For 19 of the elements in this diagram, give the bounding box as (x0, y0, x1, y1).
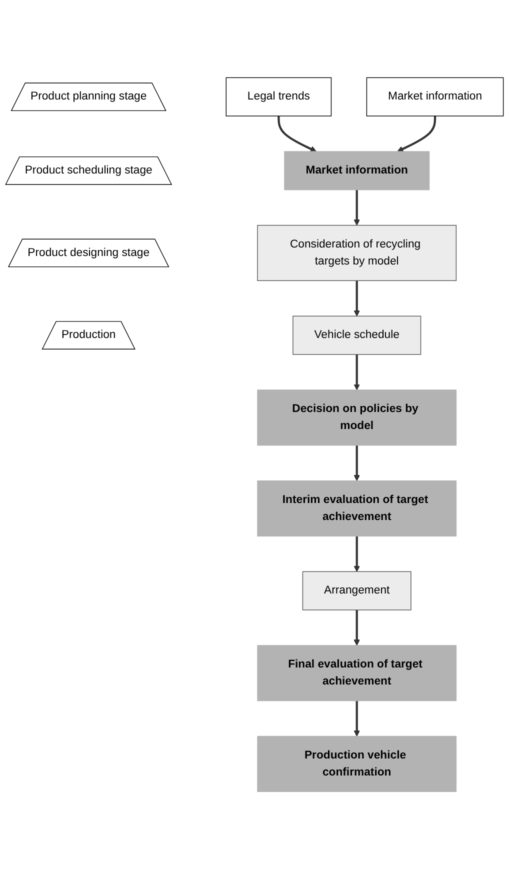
node-box: Final evaluation of target achievement (257, 645, 457, 702)
arrow (354, 446, 360, 482)
node-box: Market information (366, 78, 504, 117)
node-box: Legal trends (226, 78, 332, 117)
arrow (397, 116, 436, 152)
arrow (354, 610, 360, 646)
node-box: Decision on policies by model (257, 390, 457, 446)
node-box: Interim evaluation of target achievement (257, 480, 457, 537)
node-box: Arrangement (302, 572, 412, 611)
arrow (278, 116, 317, 152)
arrow (354, 190, 360, 226)
arrow (354, 281, 360, 317)
arrow (354, 354, 360, 391)
node-box: Production vehicle confirmation (257, 736, 457, 792)
arrow (354, 701, 360, 737)
node-box: Consideration of recycling targets by model (257, 225, 457, 282)
arrow (354, 536, 360, 572)
node-box: Market information (284, 151, 430, 190)
node-box: Vehicle schedule (292, 316, 422, 356)
